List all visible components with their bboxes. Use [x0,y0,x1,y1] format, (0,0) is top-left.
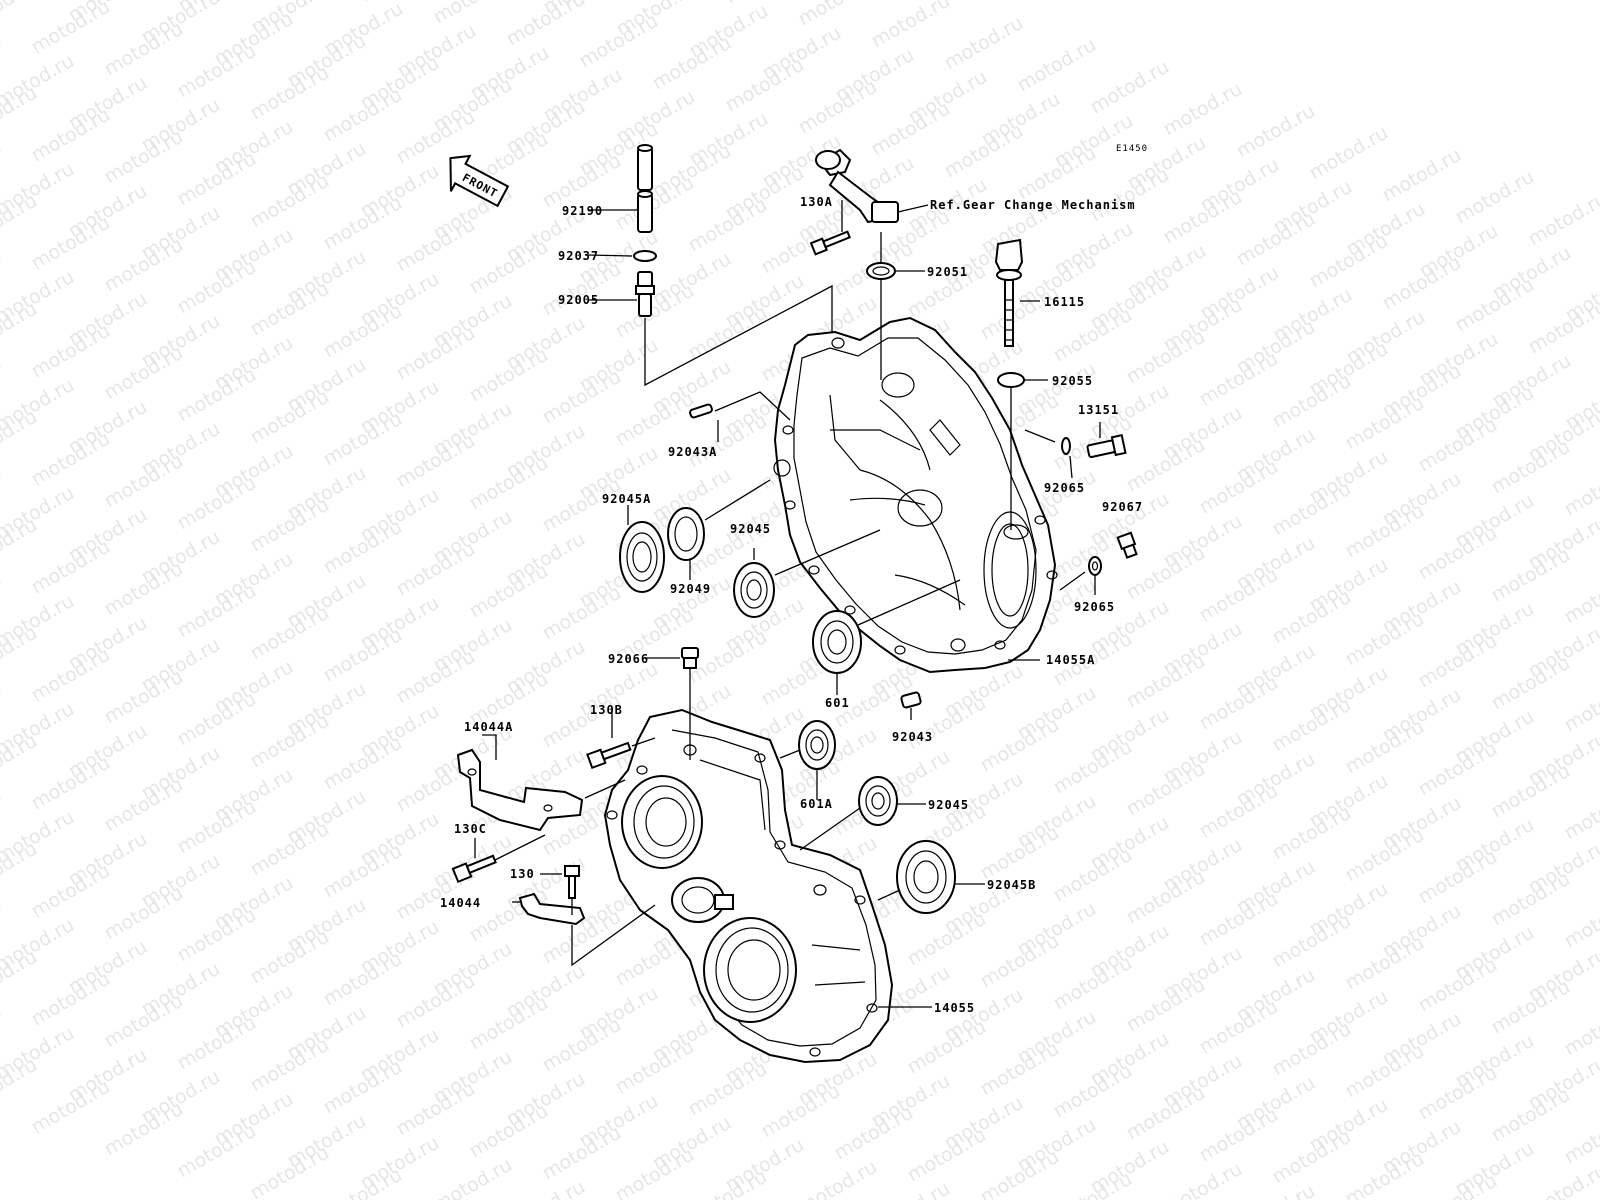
watermark-text: motod.ru [430,0,516,28]
label-92037: 92037 [558,249,599,263]
watermark-text: motod.ru [0,460,5,523]
watermark-text: motod.ru [0,28,5,91]
watermark-text: motod.ru [1561,674,1600,737]
watermark-text: motod.ru [1160,78,1246,141]
label-130A: 130A [800,195,833,209]
bearing-92045-lower-drawing [858,776,898,826]
clamp-14044-drawing [518,892,586,926]
watermark-text: motod.ru [1561,782,1600,845]
watermark-text: motod.ru [320,1164,406,1200]
label-92045-upper: 92045 [730,522,771,536]
watermark-text: motod.ru [0,784,5,847]
watermark-text: motod.ru [1452,166,1538,229]
label-92065-lower: 92065 [1074,600,1115,614]
label-92067: 92067 [1102,500,1143,514]
watermark-text: motod.ru [795,0,881,30]
label-92051: 92051 [927,265,968,279]
washer-92065-upper-drawing [1061,437,1071,455]
label-14044A: 14044A [464,720,513,734]
label-130B: 130B [590,703,623,717]
watermark-text: motod.ru [1014,34,1100,97]
bolt-130C-drawing [451,854,497,884]
crankcase-cover-lower-drawing [603,708,894,1064]
watermark-text: motod.ru [0,568,5,631]
dipstick-16115-drawing [994,238,1024,347]
watermark-text: motod.ru [868,0,954,52]
label-92043: 92043 [892,730,933,744]
bearing-601-drawing [812,610,862,674]
watermark-text: motod.ru [941,12,1027,75]
label-92066: 92066 [608,652,649,666]
diagram-code: E1450 [1116,144,1148,154]
watermark-text: motod.ru [1525,1160,1600,1200]
watermark-text: motod.ru [1561,458,1600,521]
watermark-text: motod.ru [1525,188,1600,251]
bolt-130B-drawing [586,741,632,770]
watermark-text: motod.ru [430,1154,516,1200]
crankcase-cover-upper-drawing [773,316,1058,674]
shift-lever-drawing [815,148,899,224]
label-92005: 92005 [558,293,599,307]
label-601A: 601A [800,797,833,811]
watermark-text: motod.ru [1561,566,1600,629]
label-14055: 14055 [934,1001,975,1015]
label-92065-upper: 92065 [1044,481,1085,495]
label-92190: 92190 [562,204,603,218]
label-92043A: 92043A [668,445,717,459]
watermark-text: motod.ru [1379,144,1465,207]
pin-92043A-drawing [689,403,713,419]
bolt-13151-drawing [1086,434,1127,459]
watermark-text: motod.ru [0,352,5,415]
fitting-92005-drawing [635,271,655,317]
watermark-text: motod.ru [0,1000,5,1063]
label-92055: 92055 [1052,374,1093,388]
watermark-text: motod.ru [0,892,5,955]
watermark-text: motod.ru [1561,1106,1600,1169]
label-14055A: 14055A [1046,653,1095,667]
bearing-92045-upper-drawing [733,562,775,618]
reference-note: Ref.Gear Change Mechanism [930,198,1136,212]
watermark-text: motod.ru [1525,296,1600,359]
bearing-92045B-drawing [896,840,956,914]
bearing-601A-drawing [798,720,836,770]
bolt-130A-drawing [809,230,851,256]
plug-92067-drawing [1116,531,1138,559]
label-92045B: 92045B [987,878,1036,892]
plug-92066-drawing [681,647,699,669]
label-92045A: 92045A [602,492,651,506]
label-92049: 92049 [670,582,711,596]
watermark-text: motod.ru [0,676,5,739]
watermark-text: motod.ru [0,136,5,199]
watermark-text: motod.ru [503,0,589,50]
sleeve-92190-drawing [637,144,653,233]
watermark-text: motod.ru [1306,122,1392,185]
label-130C: 130C [454,822,487,836]
bearing-92045A-drawing [619,521,665,593]
watermark-text: motod.ru [1087,56,1173,119]
watermark-text: motod.ru [0,244,5,307]
oring-92055-drawing [997,372,1025,388]
leader-lines [474,200,1101,1008]
label-13151: 13151 [1078,403,1119,417]
label-16115: 16115 [1044,295,1085,309]
watermark-text: motod.ru [1160,1158,1246,1200]
label-14044: 14044 [440,896,481,910]
watermark-text: motod.ru [1561,890,1600,953]
label-130: 130 [510,867,535,881]
watermark-text: motod.ru [795,1156,881,1200]
pin-92043-drawing [900,691,922,709]
label-601: 601 [825,696,850,710]
seal-92051-drawing [866,262,896,280]
washer-92065-lower-drawing [1088,556,1102,576]
label-92045-lower: 92045 [928,798,969,812]
clip-92037-drawing [633,250,657,262]
seal-92049-drawing [667,507,705,561]
watermark-text: motod.ru [1233,100,1319,163]
watermark-text: motod.ru [0,0,41,36]
watermark-text: motod.ru [1561,998,1600,1061]
